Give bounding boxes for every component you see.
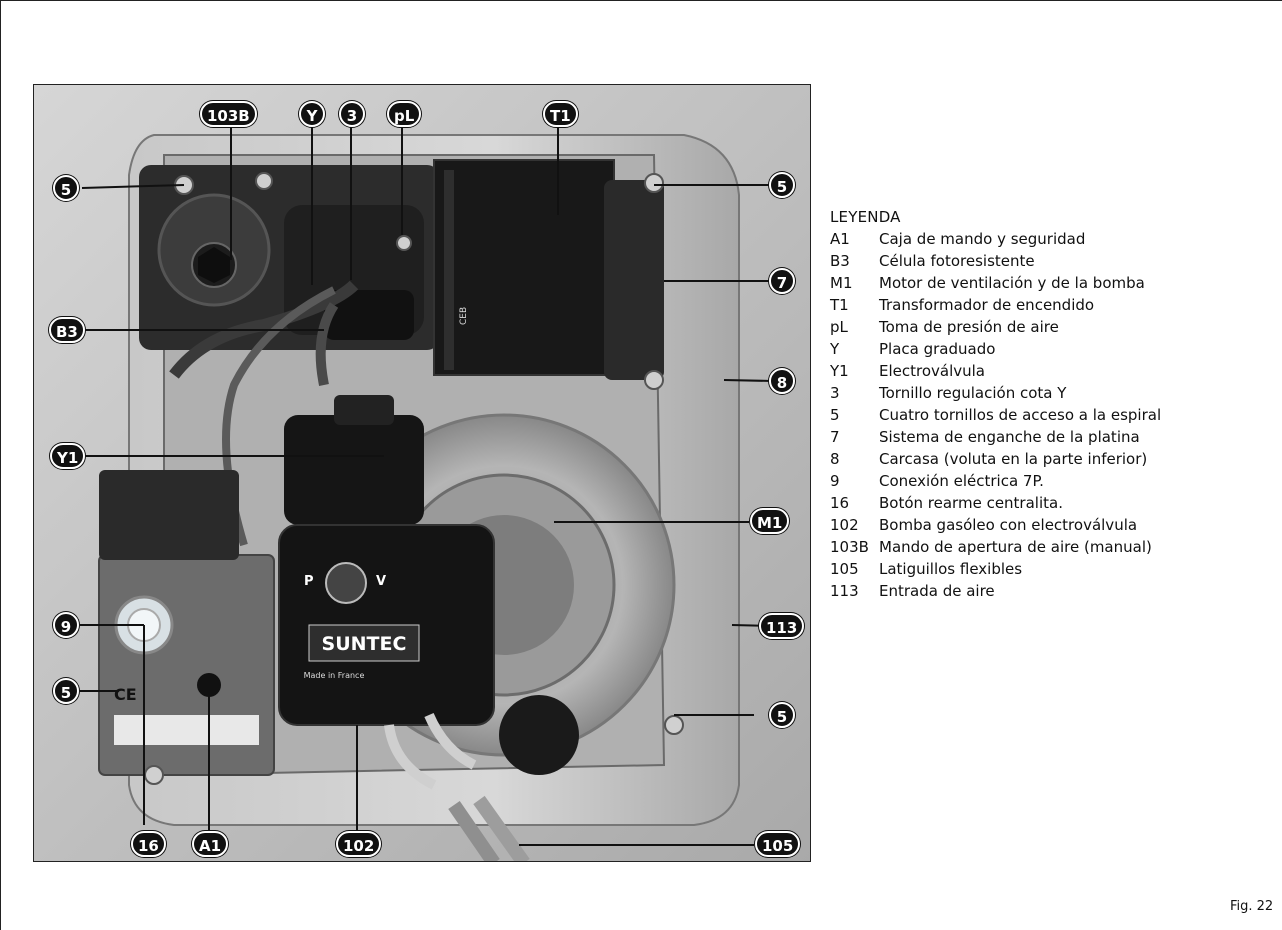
pump-brand-text: SUNTEC [322,633,407,655]
legend-code: pL [830,316,879,338]
legend-title: LEYENDA [830,206,1161,228]
legend-code: 8 [830,448,879,470]
legend-code: A1 [830,228,879,250]
callout-5-left: 5 [53,678,79,704]
callout-5-right: 5 [769,702,795,728]
legend-desc: Latiguillos flexibles [879,558,1022,580]
legend-code: T1 [830,294,879,316]
callout-113: 113 [759,613,804,639]
legend-desc: Bomba gasóleo con electroválvula [879,514,1137,536]
callout-8: 8 [769,368,795,394]
legend-code: 16 [830,492,879,514]
legend-desc: Toma de presión de aire [879,316,1059,338]
callout-b3: B3 [49,317,85,343]
legend-desc: Conexión eléctrica 7P. [879,470,1044,492]
burner-photo: SUNTEC Made in France P V CE CEB [33,84,811,862]
callout-pl: pL [387,101,421,127]
legend-desc: Carcasa (voluta en la parte inferior) [879,448,1147,470]
legend-code: 105 [830,558,879,580]
callout-y: Y [299,101,325,127]
legend-desc: Electroválvula [879,360,985,382]
legend-desc: Botón rearme centralita. [879,492,1063,514]
electrovalve-coil [284,415,424,525]
legend-code: 113 [830,580,879,602]
legend-code: B3 [830,250,879,272]
callout-9: 9 [53,612,79,638]
legend-code: 5 [830,404,879,426]
callout-a1: A1 [192,831,228,857]
legend-code: Y1 [830,360,879,382]
legend-code: 102 [830,514,879,536]
transformer-ceb-text: CEB [459,307,469,325]
callout-y1: Y1 [50,443,85,469]
legend-desc: Sistema de enganche de la platina [879,426,1140,448]
ce-mark: CE [114,685,137,704]
burner-illustration: SUNTEC Made in France P V CE CEB [34,85,811,862]
pump-p-mark: P [304,574,314,589]
legend-code: Y [830,338,879,360]
legend-code: M1 [830,272,879,294]
legend-desc: Cuatro tornillos de acceso a la espiral [879,404,1161,426]
callout-5-top-right: 5 [769,172,795,198]
callout-102: 102 [336,831,381,857]
legend-desc: Caja de mando y seguridad [879,228,1085,250]
callout-m1: M1 [750,508,789,534]
callout-t1: T1 [543,101,578,127]
pump-v-mark: V [376,574,386,589]
legend-code: 7 [830,426,879,448]
callout-3: 3 [339,101,365,127]
legend-desc: Mando de apertura de aire (manual) [879,536,1152,558]
callout-103b: 103B [200,101,257,127]
legend-code: 3 [830,382,879,404]
callout-5-top-left: 5 [53,175,79,201]
legend-desc: Célula fotoresistente [879,250,1035,272]
legend-desc: Tornillo regulación cota Y [879,382,1066,404]
legend-code: 103B [830,536,879,558]
legend-desc: Transformador de encendido [879,294,1094,316]
pump-made-in-text: Made in France [304,671,365,680]
figure-label: Fig. 22 [1230,899,1273,914]
legend-desc: Entrada de aire [879,580,995,602]
callout-7: 7 [769,268,795,294]
callout-105: 105 [755,831,800,857]
legend-desc: Motor de ventilación y de la bomba [879,272,1145,294]
ignition-transformer [434,160,614,375]
legend-desc: Placa graduado [879,338,995,360]
legend-code: 9 [830,470,879,492]
callout-16: 16 [131,831,166,857]
